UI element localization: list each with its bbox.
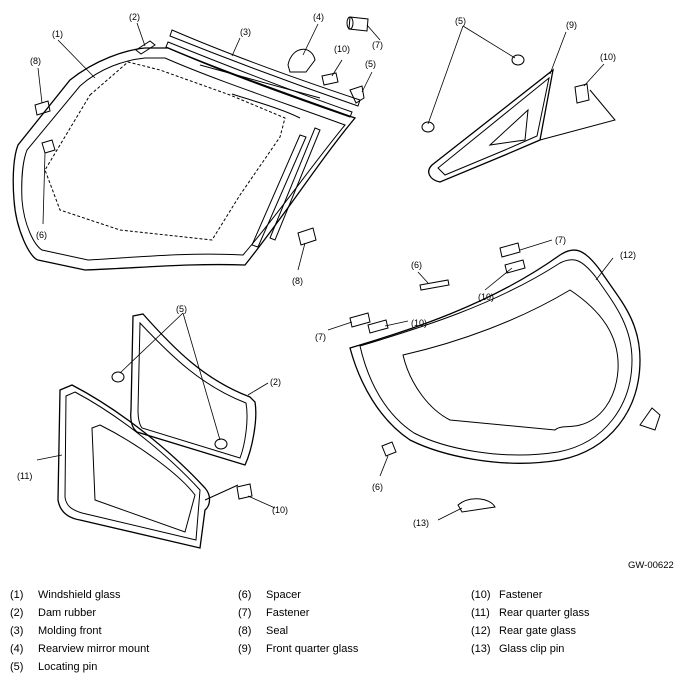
legend-item: (9) Front quarter glass xyxy=(238,640,358,658)
legend-number: (13) xyxy=(471,643,491,655)
locating-pin xyxy=(421,54,525,133)
legend-label: Rear quarter glass xyxy=(499,607,590,619)
spacer xyxy=(41,139,56,154)
rear-gate-glass xyxy=(349,249,641,464)
locating-pin xyxy=(639,407,661,431)
locating-pin xyxy=(111,371,228,450)
legend-number: (5) xyxy=(10,661,24,673)
callout-1: (1) xyxy=(52,29,63,39)
legend-number: (12) xyxy=(471,625,491,637)
legend-label: Rearview mirror mount xyxy=(38,643,150,655)
legend-number: (1) xyxy=(10,589,24,601)
callout-5: (5) xyxy=(365,59,376,69)
fastener xyxy=(349,312,371,328)
legend-label: Glass clip pin xyxy=(499,643,565,655)
legend-column-1: (1) Windshield glass (2) Dam rubber (3) Mol… xyxy=(10,586,149,676)
fastener xyxy=(574,83,590,104)
legend-item: (11) Rear quarter glass xyxy=(471,604,590,622)
locating-pin xyxy=(349,85,365,104)
legend-label: Molding front xyxy=(38,625,102,637)
legend-number: (10) xyxy=(471,589,491,601)
callout-6: (6) xyxy=(411,260,422,270)
callout-10: (10) xyxy=(334,44,350,54)
parts-diagram: (1) (2) (3) (4) (7) (10) (5) (8) (6) (8)… xyxy=(12,12,661,549)
legend-item: (7) Fastener xyxy=(238,604,358,622)
fastener xyxy=(367,319,389,334)
dam-rubber xyxy=(130,313,257,466)
spacer xyxy=(34,100,51,116)
callout-10: (10) xyxy=(478,292,494,302)
legend-number: (2) xyxy=(10,607,24,619)
fastener xyxy=(504,259,526,274)
legend-item: (4) Rearview mirror mount xyxy=(10,640,149,658)
molding-front xyxy=(165,29,361,248)
callout-2: (2) xyxy=(129,12,140,22)
front-quarter-glass xyxy=(428,68,616,183)
legend-number: (8) xyxy=(238,625,252,637)
legend-number: (9) xyxy=(238,643,252,655)
legend-item: (5) Locating pin xyxy=(10,658,149,676)
legend-label: Fastener xyxy=(266,607,310,619)
rear-quarter-glass xyxy=(57,384,239,549)
legend-item: (2) Dam rubber xyxy=(10,604,149,622)
legend-label: Fastener xyxy=(499,589,543,601)
legend-item: (6) Spacer xyxy=(238,586,358,604)
callout-11: (11) xyxy=(17,471,32,481)
legend-item: (8) Seal xyxy=(238,622,358,640)
legend-column-3: (10) Fastener (11) Rear quarter glass (12)… xyxy=(471,586,590,658)
seal xyxy=(297,227,317,246)
legend-label: Spacer xyxy=(266,589,301,601)
legend-number: (4) xyxy=(10,643,24,655)
glass-clip-pin xyxy=(457,498,496,513)
callout-8: (8) xyxy=(292,276,303,286)
legend-number: (7) xyxy=(238,607,252,619)
callout-10: (10) xyxy=(600,52,616,62)
legend-label: Seal xyxy=(266,625,289,637)
callout-4: (4) xyxy=(313,12,324,22)
legend-number: (6) xyxy=(238,589,252,601)
callout-7: (7) xyxy=(315,332,326,342)
spacer xyxy=(381,441,397,457)
figure-id: GW-00622 xyxy=(628,560,674,571)
windshield-glass xyxy=(12,47,357,271)
callout-6: (6) xyxy=(372,482,383,492)
callout-7: (7) xyxy=(372,40,383,50)
callout-2: (2) xyxy=(270,377,281,387)
callout-9: (9) xyxy=(566,20,577,30)
legend-item: (12) Rear gate glass xyxy=(471,622,590,640)
legend-item: (10) Fastener xyxy=(471,586,590,604)
legend-label: Dam rubber xyxy=(38,607,97,619)
callout-6: (6) xyxy=(36,230,47,240)
legend-item: (13) Glass clip pin xyxy=(471,640,590,658)
fastener xyxy=(236,483,253,500)
callout-5: (5) xyxy=(176,304,187,314)
legend-label: Rear gate glass xyxy=(499,625,577,637)
fastener xyxy=(499,242,521,258)
rearview-mirror-mount xyxy=(287,48,316,73)
callout-12: (12) xyxy=(620,250,636,260)
legend-number: (11) xyxy=(471,607,490,619)
legend-column-2: (6) Spacer (7) Fastener (8) Seal (9) Front q… xyxy=(238,586,358,658)
legend-label: Front quarter glass xyxy=(266,643,359,655)
callout-7: (7) xyxy=(555,235,566,245)
legend-item: (1) Windshield glass xyxy=(10,586,149,604)
spacer xyxy=(419,279,450,291)
dam-rubber xyxy=(135,40,156,55)
callout-10: (10) xyxy=(411,318,427,328)
callout-8: (8) xyxy=(30,56,41,66)
legend-label: Locating pin xyxy=(38,661,98,673)
callout-3: (3) xyxy=(240,27,251,37)
legend-number: (3) xyxy=(10,625,24,637)
legend-item: (3) Molding front xyxy=(10,622,149,640)
fastener xyxy=(346,16,369,32)
callout-13: (13) xyxy=(413,518,429,528)
callout-10: (10) xyxy=(272,505,288,515)
callout-5: (5) xyxy=(455,16,466,26)
legend-label: Windshield glass xyxy=(38,589,121,601)
fastener xyxy=(321,72,339,86)
leader-lines xyxy=(36,22,614,521)
